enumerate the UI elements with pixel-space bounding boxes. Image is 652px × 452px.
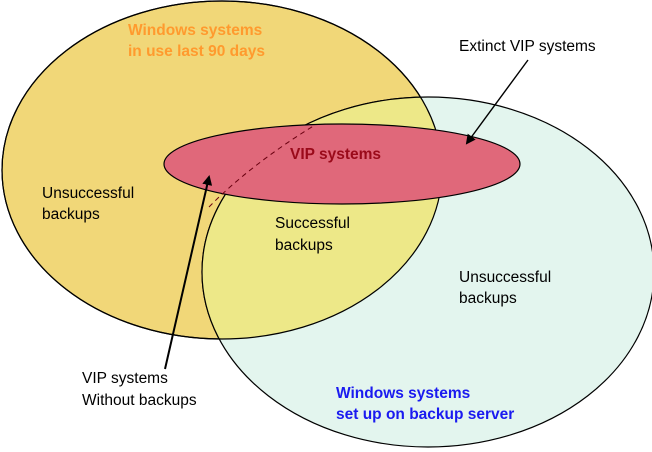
set-in-use-label-line2: in use last 90 days: [128, 43, 265, 60]
region-left-unsuccessful-line1: Unsuccessful: [42, 185, 134, 202]
callout-vip-without-backups-line1: VIP systems: [82, 370, 168, 387]
callout-extinct-vip-arrow: [465, 59, 529, 145]
callout-vip-without-backups-arrow: [164, 175, 213, 370]
callout-vip-without-backups-line2: Without backups: [82, 392, 197, 409]
set-backup-server-label-line1: Windows systems: [336, 385, 470, 402]
backup-server-boundary-dashed: [208, 124, 316, 208]
region-successful-line1: Successful: [275, 215, 350, 232]
set-vip-ellipse: [163, 123, 521, 205]
region-left-unsuccessful-line2: backups: [42, 206, 100, 223]
set-vip-label: VIP systems: [290, 146, 381, 163]
region-successful-line2: backups: [275, 237, 333, 254]
region-right-unsuccessful-line2: backups: [459, 290, 517, 307]
set-backup-server-label-line2: set up on backup server: [336, 406, 514, 423]
region-right-unsuccessful-line1: Unsuccessful: [459, 269, 551, 286]
set-in-use-label-line1: Windows systems: [128, 22, 262, 39]
callout-extinct-vip-label: Extinct VIP systems: [459, 38, 596, 55]
